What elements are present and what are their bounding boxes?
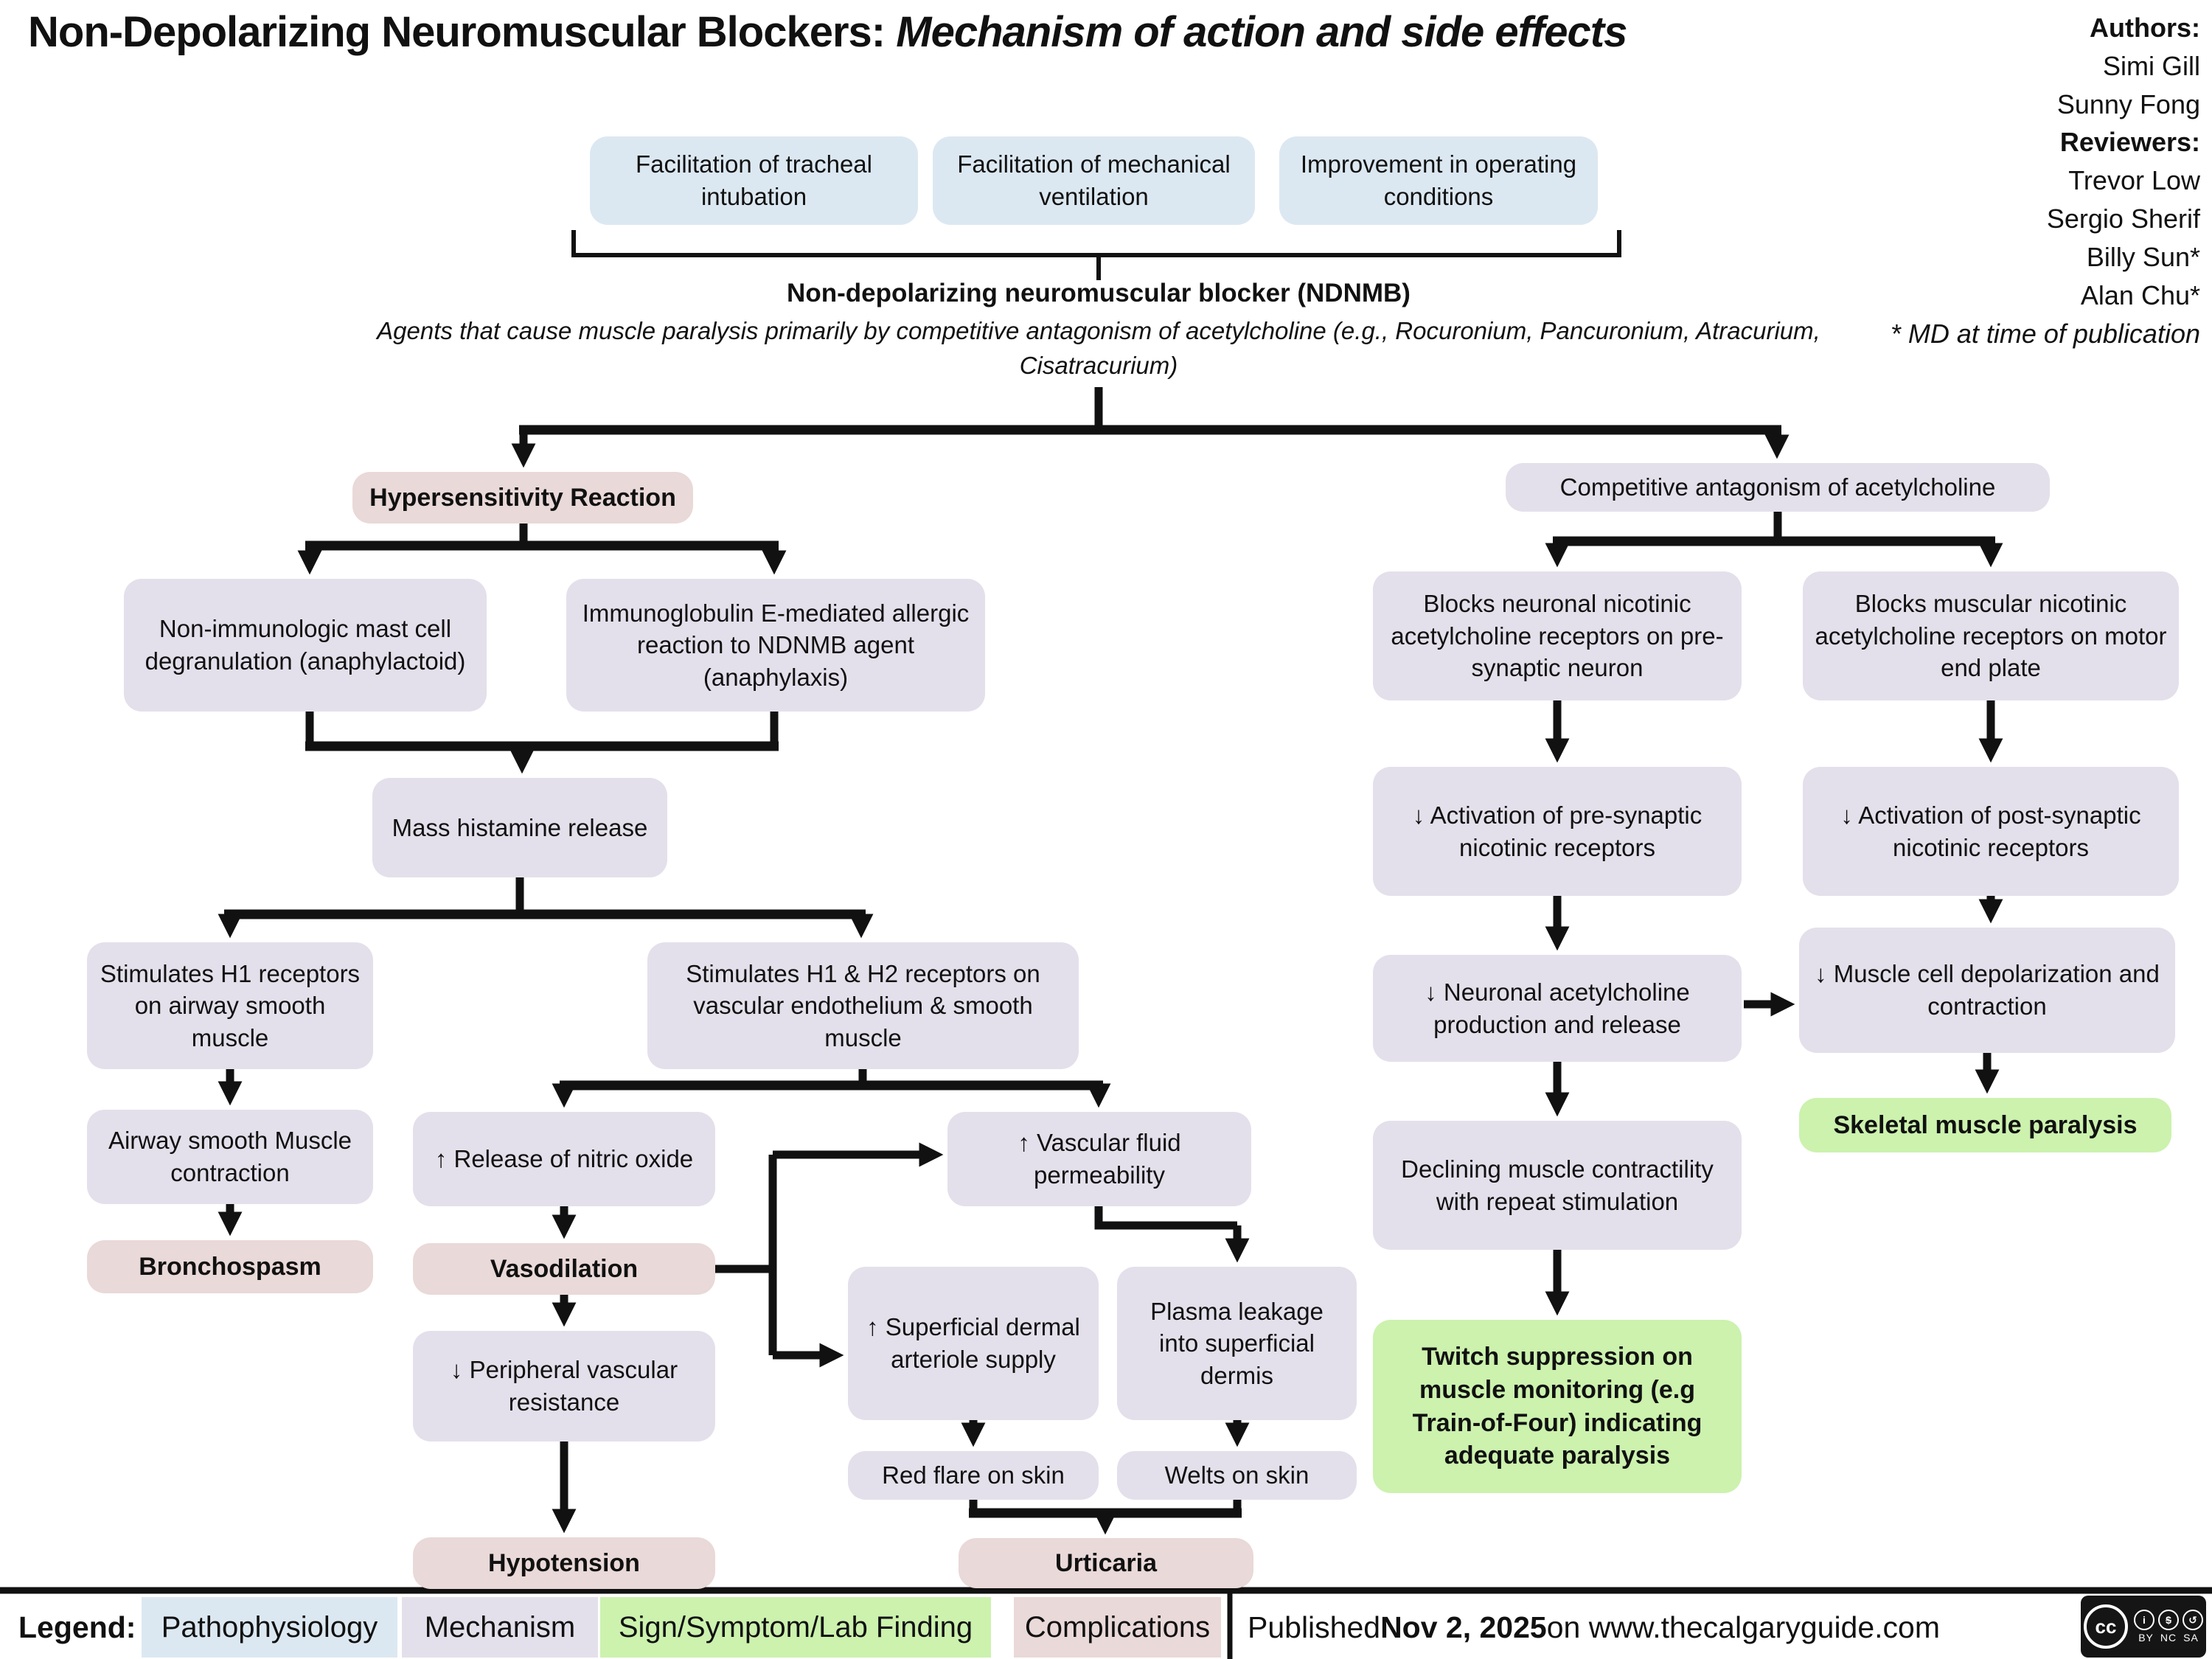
- published-prefix: Published: [1248, 1610, 1381, 1644]
- node-decreased-activation-pre-synaptic: ↓ Activation of pre-synaptic nicotinic r…: [1373, 767, 1742, 896]
- reviewer-name: Alan Chu*: [2080, 279, 2200, 310]
- node-hypersensitivity-reaction: Hypersensitivity Reaction: [352, 472, 693, 524]
- node-vasodilation: Vasodilation: [413, 1243, 715, 1295]
- reviewer-name: Trevor Low: [2068, 165, 2200, 196]
- author-name: Simi Gill: [2103, 50, 2200, 81]
- reviewer-name: Sergio Sherif: [2046, 204, 2200, 234]
- legend-item-mechanism: Mechanism: [402, 1597, 598, 1658]
- cc-license-badge: cc i $ ↺ BY NC SA: [2081, 1596, 2206, 1658]
- cc-sharealike-icon: ↺: [2183, 1610, 2203, 1630]
- author-name: Sunny Fong: [2056, 88, 2200, 119]
- node-airway-smooth-muscle-contraction: Airway smooth Muscle contraction: [87, 1110, 373, 1204]
- node-stimulates-h1: Stimulates H1 receptors on airway smooth…: [87, 942, 373, 1069]
- cc-attribution-icon: i: [2134, 1610, 2154, 1630]
- cc-license-terms: i $ ↺ BY NC SA: [2134, 1610, 2203, 1644]
- node-twitch-suppression: Twitch suppression on muscle monitoring …: [1373, 1320, 1742, 1493]
- node-ige-mediated-reaction: Immunoglobulin E-mediated allergic react…: [566, 579, 985, 712]
- node-vascular-fluid-permeability: ↑ Vascular fluid permeability: [947, 1112, 1251, 1206]
- cc-nc-label: NC: [2160, 1632, 2177, 1644]
- credits-block: Authors: Simi Gill Sunny Fong Reviewers:…: [1891, 9, 2200, 352]
- node-declining-muscle-contractility: Declining muscle contractility with repe…: [1373, 1121, 1742, 1250]
- page-title-subtitle: Mechanism of action and side effects: [896, 8, 1627, 56]
- reviewers-label: Reviewers:: [2059, 127, 2200, 158]
- published-date: Nov 2, 2025: [1380, 1610, 1547, 1644]
- node-decreased-neuronal-ach: ↓ Neuronal acetylcholine production and …: [1373, 955, 1742, 1062]
- node-welts-on-skin: Welts on skin: [1117, 1451, 1357, 1500]
- node-competitive-antagonism: Competitive antagonism of acetylcholine: [1506, 463, 2050, 512]
- node-blocks-neuronal-receptors: Blocks neuronal nicotinic acetylcholine …: [1373, 571, 1742, 700]
- node-facilitation-tracheal-intubation: Facilitation of tracheal intubation: [590, 136, 918, 225]
- cc-by-label: BY: [2138, 1632, 2154, 1644]
- node-red-flare-on-skin: Red flare on skin: [848, 1451, 1099, 1500]
- node-facilitation-mechanical-ventilation: Facilitation of mechanical ventilation: [933, 136, 1255, 225]
- cc-noncommercial-icon: $: [2158, 1610, 2179, 1630]
- authors-label: Authors:: [2090, 13, 2200, 43]
- node-hypotension: Hypotension: [413, 1537, 715, 1589]
- page-title: Non-Depolarizing Neuromuscular Blockers:…: [28, 7, 1627, 57]
- cc-logo-icon: cc: [2084, 1604, 2128, 1649]
- node-urticaria: Urticaria: [959, 1538, 1253, 1588]
- legend-label: Legend:: [18, 1610, 136, 1644]
- reviewer-name: Billy Sun*: [2086, 241, 2200, 272]
- node-non-immunologic-degranulation: Non-immunologic mast cell degranulation …: [124, 579, 487, 712]
- node-decreased-activation-post-synaptic: ↓ Activation of post-synaptic nicotinic …: [1803, 767, 2179, 896]
- node-peripheral-vascular-resistance: ↓ Peripheral vascular resistance: [413, 1331, 715, 1441]
- legend-item-pathophysiology: Pathophysiology: [142, 1597, 397, 1658]
- node-stimulates-h1-h2: Stimulates H1 & H2 receptors on vascular…: [647, 942, 1079, 1069]
- node-release-nitric-oxide: ↑ Release of nitric oxide: [413, 1112, 715, 1206]
- legend-item-complications: Complications: [1014, 1597, 1221, 1658]
- node-superficial-dermal-arteriole-supply: ↑ Superficial dermal arteriole supply: [848, 1267, 1099, 1420]
- legend-item-sign-symptom-lab: Sign/Symptom/Lab Finding: [600, 1597, 991, 1658]
- published-site: on www.thecalgaryguide.com: [1546, 1610, 1940, 1644]
- node-bronchospasm: Bronchospasm: [87, 1240, 373, 1293]
- md-note: * MD at time of publication: [1890, 318, 2200, 349]
- ndnmb-description: Agents that cause muscle paralysis prima…: [377, 317, 1820, 379]
- ndnmb-heading: Non-depolarizing neuromuscular blocker (…: [787, 279, 1411, 307]
- cc-sa-label: SA: [2183, 1632, 2199, 1644]
- node-decreased-muscle-cell-depolarization: ↓ Muscle cell depolarization and contrac…: [1799, 928, 2175, 1053]
- node-mass-histamine-release: Mass histamine release: [372, 778, 667, 877]
- page-title-main: Non-Depolarizing Neuromuscular Blockers:: [28, 8, 886, 56]
- node-blocks-muscular-receptors: Blocks muscular nicotinic acetylcholine …: [1803, 571, 2179, 700]
- node-skeletal-muscle-paralysis: Skeletal muscle paralysis: [1799, 1098, 2171, 1152]
- node-plasma-leakage-dermis: Plasma leakage into superficial dermis: [1117, 1267, 1357, 1420]
- published-line: Published Nov 2, 2025 on www.thecalgaryg…: [1248, 1597, 1940, 1658]
- node-improvement-operating-conditions: Improvement in operating conditions: [1279, 136, 1598, 225]
